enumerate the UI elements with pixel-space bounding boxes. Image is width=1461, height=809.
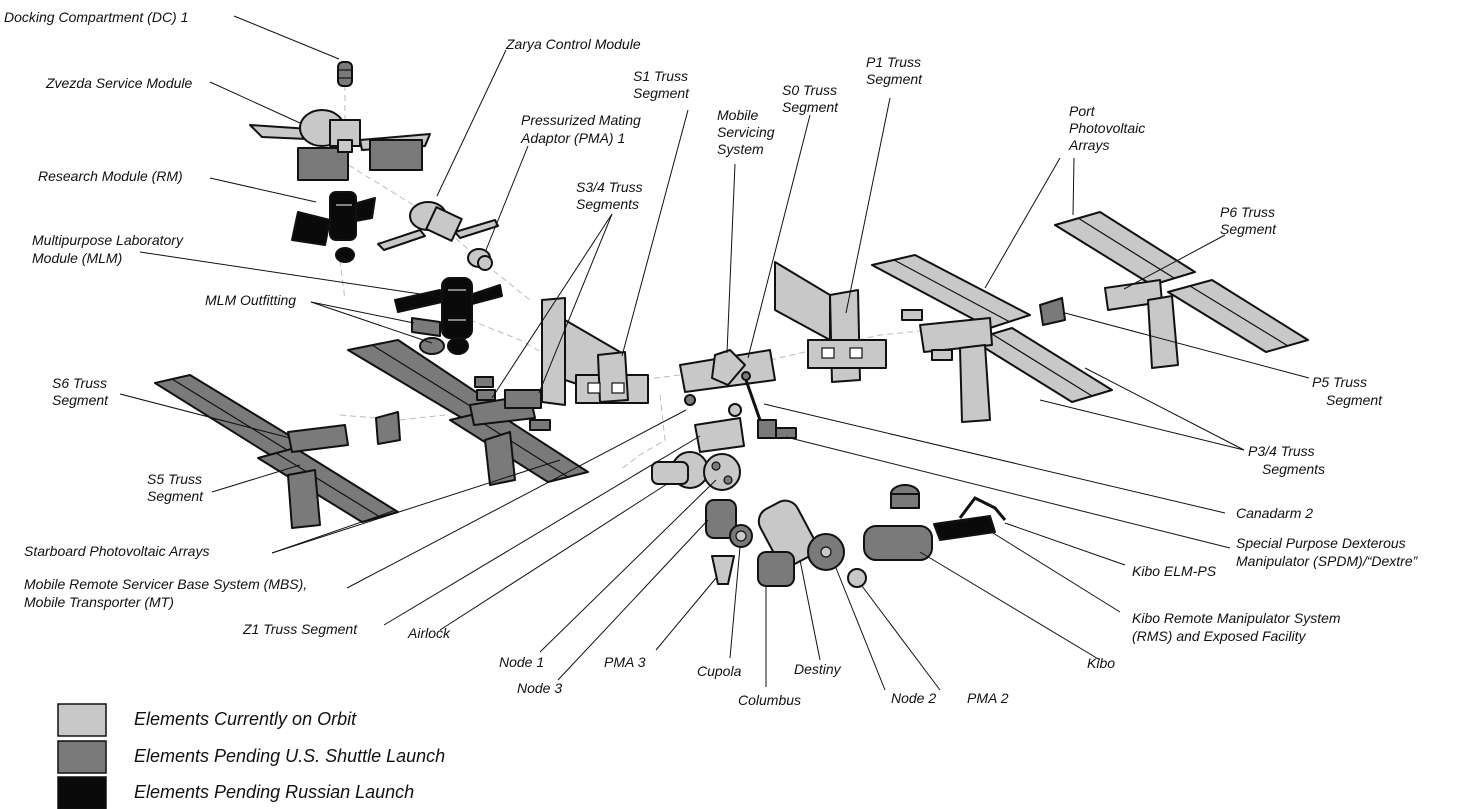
label-node1: Node 1	[499, 654, 544, 670]
label-p1-line2: Segment	[866, 71, 923, 87]
label-pma3: PMA 3	[604, 654, 646, 670]
label-p34-line1: P3/4 Truss	[1248, 443, 1315, 459]
label-kibo-elm-ps: Kibo ELM-PS	[1132, 563, 1217, 579]
label-s1-line1: S1 Truss	[633, 68, 688, 84]
p1-truss	[775, 262, 886, 382]
label-ppa-line1: Port	[1069, 103, 1096, 119]
s0-truss-and-mss	[680, 350, 775, 405]
docking-compartment-dc1	[338, 62, 352, 86]
label-s5-line2: Segment	[147, 488, 204, 504]
label-s34-line2: Segments	[576, 196, 639, 212]
kibo-module	[864, 526, 932, 560]
label-pma1-line2: Adaptor (PMA) 1	[520, 130, 625, 146]
label-zarya: Zarya Control Module	[505, 36, 641, 52]
airlock-module	[652, 452, 708, 488]
labels: Docking Compartment (DC) 1 Zvezda Servic…	[4, 9, 1419, 708]
label-s1-line2: Segment	[633, 85, 690, 101]
legend-label-russian: Elements Pending Russian Launch	[134, 782, 414, 802]
label-dc1: Docking Compartment (DC) 1	[4, 9, 188, 25]
label-kibo: Kibo	[1087, 655, 1115, 671]
label-pma1-line1: Pressurized Mating	[521, 112, 641, 128]
legend-swatch-on-orbit	[58, 704, 106, 736]
columbus-lab	[758, 552, 794, 586]
legend-label-shuttle: Elements Pending U.S. Shuttle Launch	[134, 746, 445, 766]
z1-truss	[695, 404, 744, 452]
label-mbs-line2: Mobile Transporter (MT)	[24, 594, 174, 610]
label-node3: Node 3	[517, 680, 562, 696]
label-mss-line3: System	[717, 141, 764, 157]
label-ppa-line2: Photovoltaic	[1069, 120, 1145, 136]
label-p6-line2: Segment	[1220, 221, 1277, 237]
label-kibo-rms-line2: (RMS) and Exposed Facility	[1132, 628, 1307, 644]
label-p5-line1: P5 Truss	[1312, 374, 1367, 390]
canadarm2-and-spdm	[746, 380, 796, 438]
cupola	[730, 525, 752, 547]
pma2	[848, 569, 866, 587]
label-columbus: Columbus	[738, 692, 801, 708]
label-airlock: Airlock	[407, 625, 451, 641]
pma3	[712, 556, 734, 584]
zvezda-service-module	[250, 110, 430, 180]
node1-module	[704, 454, 740, 490]
legend-swatch-shuttle	[58, 741, 106, 773]
label-s0-line2: Segment	[782, 99, 839, 115]
label-kibo-rms-line1: Kibo Remote Manipulator System	[1132, 610, 1341, 626]
label-destiny: Destiny	[794, 661, 842, 677]
label-mlm-line2: Module (MLM)	[32, 250, 122, 266]
mlm-outfitting	[412, 318, 444, 354]
label-p6-line1: P6 Truss	[1220, 204, 1275, 220]
label-s0-line1: S0 Truss	[782, 82, 837, 98]
node2-module	[808, 534, 844, 570]
label-z1: Z1 Truss Segment	[242, 621, 358, 637]
legend-label-on-orbit: Elements Currently on Orbit	[134, 709, 357, 729]
label-p5-line2: Segment	[1326, 392, 1383, 408]
label-mbs-line1: Mobile Remote Servicer Base System (MBS)…	[24, 576, 307, 592]
label-node2: Node 2	[891, 690, 936, 706]
label-s34-line1: S3/4 Truss	[576, 179, 643, 195]
label-cupola: Cupola	[697, 663, 742, 679]
label-mlm-outfitting: MLM Outfitting	[205, 292, 296, 308]
s1-truss	[542, 298, 648, 405]
multipurpose-laboratory-module	[395, 278, 502, 354]
label-rm: Research Module (RM)	[38, 168, 183, 184]
zarya-control-module	[378, 202, 498, 250]
label-pma2: PMA 2	[967, 690, 1009, 706]
label-mss-line2: Servicing	[717, 124, 775, 140]
label-p34-line2: Segments	[1262, 461, 1325, 477]
label-starboard-arrays: Starboard Photovoltaic Arrays	[24, 543, 209, 559]
label-mss-line1: Mobile	[717, 107, 758, 123]
legend: Elements Currently on Orbit Elements Pen…	[58, 704, 445, 809]
label-canadarm2: Canadarm 2	[1236, 505, 1313, 521]
research-module-rm	[292, 192, 375, 262]
label-ppa-line3: Arrays	[1068, 137, 1109, 153]
p3-p4-truss-and-port-array	[872, 255, 1112, 422]
s6-truss-and-array	[155, 375, 398, 528]
label-mlm-line1: Multipurpose Laboratory	[32, 232, 184, 248]
label-s6-line1: S6 Truss	[52, 375, 107, 391]
label-zvezda: Zvezda Service Module	[45, 75, 193, 91]
assembly-guide-lines	[340, 85, 930, 470]
s5-truss	[376, 412, 400, 444]
label-spdm-line2: Manipulator (SPDM)/“Dextre”	[1236, 553, 1419, 569]
label-p1-line1: P1 Truss	[866, 54, 921, 70]
label-s5-line1: S5 Truss	[147, 471, 202, 487]
label-s6-line2: Segment	[52, 392, 109, 408]
legend-swatch-russian	[58, 777, 106, 809]
label-spdm-line1: Special Purpose Dexterous	[1236, 535, 1406, 551]
pma1	[468, 249, 492, 270]
kibo-elm-ps	[891, 485, 919, 508]
p5-truss	[1040, 298, 1065, 325]
